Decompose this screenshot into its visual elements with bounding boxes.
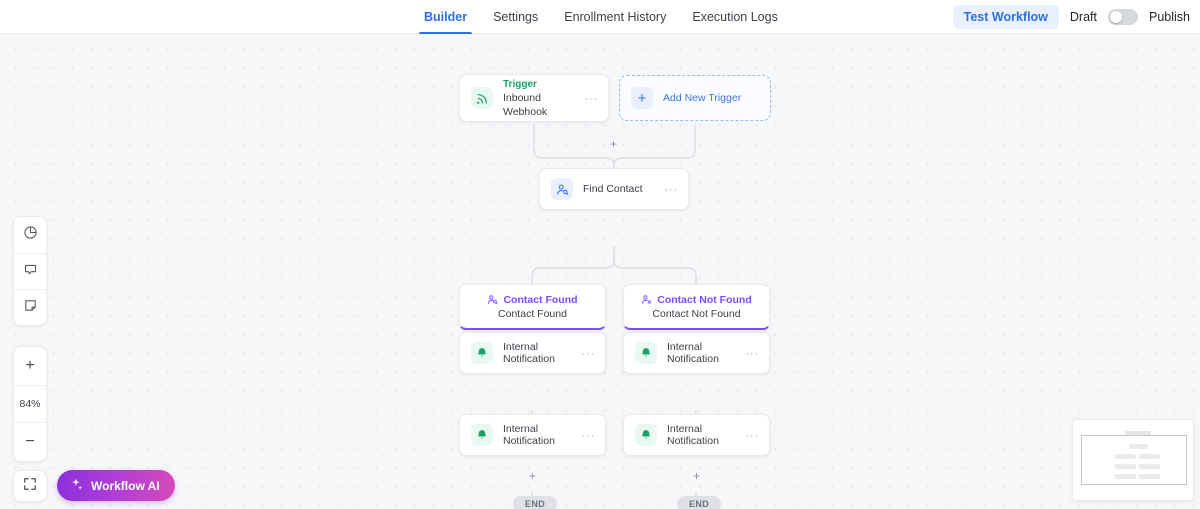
add-step-button-after-trigger[interactable]: + xyxy=(607,138,620,151)
node-trigger[interactable]: Trigger Inbound Webhook ··· xyxy=(459,74,609,122)
bell-icon xyxy=(635,342,657,364)
minimap-node xyxy=(1115,454,1136,459)
publish-toggle-knob xyxy=(1110,11,1122,23)
branch-found-body: Contact Found xyxy=(498,307,567,320)
node-internal-notification-found-1-menu-icon[interactable]: ··· xyxy=(581,346,595,360)
nav-tabs: Builder Settings Enrollment History Exec… xyxy=(411,0,791,34)
minimap-node xyxy=(1139,474,1160,479)
pie-chart-icon xyxy=(23,225,38,245)
tab-enrollment-history[interactable]: Enrollment History xyxy=(551,0,679,34)
minimap-node xyxy=(1139,464,1160,469)
top-navigation-bar: Builder Settings Enrollment History Exec… xyxy=(0,0,1200,34)
node-branch-contact-not-found[interactable]: Contact Not Found Contact Not Found xyxy=(623,284,770,330)
minimap-viewport[interactable] xyxy=(1081,435,1187,485)
end-node-found[interactable]: END xyxy=(513,496,558,509)
add-new-trigger-label: Add New Trigger xyxy=(663,92,742,104)
branch-found-header: Contact Found xyxy=(487,293,578,306)
test-workflow-button[interactable]: Test Workflow xyxy=(952,5,1059,29)
bell-icon xyxy=(635,424,657,446)
minimap[interactable] xyxy=(1072,419,1194,501)
add-step-button-found-3[interactable]: + xyxy=(526,470,539,483)
tab-enrollment-history-label: Enrollment History xyxy=(564,10,667,24)
node-trigger-subtitle: Inbound Webhook xyxy=(503,91,548,118)
top-actions: Test Workflow Draft Publish xyxy=(952,0,1190,34)
publish-toggle[interactable] xyxy=(1108,9,1138,25)
sticky-note-icon xyxy=(23,298,38,318)
contact-x-icon xyxy=(642,295,652,304)
publish-label: Publish xyxy=(1149,10,1190,24)
sparkle-icon xyxy=(69,477,84,495)
analytics-button[interactable] xyxy=(13,217,47,253)
end-node-not-found[interactable]: END xyxy=(677,496,722,509)
bell-icon xyxy=(471,342,493,364)
workflow-ai-label: Workflow AI xyxy=(91,478,160,493)
minimap-node xyxy=(1115,464,1136,469)
node-internal-notification-not-found-1-menu-icon[interactable]: ··· xyxy=(745,346,759,360)
contact-search-icon xyxy=(488,295,499,305)
tab-settings[interactable]: Settings xyxy=(480,0,551,34)
node-find-contact-label: Find Contact xyxy=(583,183,643,195)
node-trigger-text: Trigger Inbound Webhook xyxy=(503,78,584,119)
node-internal-notification-found-2-menu-icon[interactable]: ··· xyxy=(581,428,595,442)
zoom-in-button[interactable]: + xyxy=(25,357,35,374)
plus-icon: + xyxy=(631,87,653,109)
zoom-level-label: 84% xyxy=(13,385,47,423)
branch-not-found-body: Contact Not Found xyxy=(652,307,741,320)
node-trigger-kind: Trigger xyxy=(503,78,537,90)
node-internal-notification-not-found-2[interactable]: Internal Notification ··· xyxy=(623,414,770,456)
node-internal-notification-found-2-label: Internal Notification xyxy=(503,423,555,447)
branch-found-title: Contact Found xyxy=(503,293,578,306)
zoom-controls-panel: + 84% − xyxy=(13,346,47,462)
branch-not-found-header: Contact Not Found xyxy=(641,293,752,306)
add-step-button-not-found-3[interactable]: + xyxy=(690,470,703,483)
tab-settings-label: Settings xyxy=(493,10,539,24)
node-internal-notification-not-found-2-menu-icon[interactable]: ··· xyxy=(745,428,759,442)
tab-execution-logs-label: Execution Logs xyxy=(692,10,778,24)
node-trigger-menu-icon[interactable]: ··· xyxy=(584,91,598,105)
minimap-node xyxy=(1129,444,1148,449)
fit-screen-icon xyxy=(23,477,37,496)
node-internal-notification-not-found-2-label: Internal Notification xyxy=(667,423,719,447)
add-new-trigger-button[interactable]: + Add New Trigger xyxy=(619,75,771,121)
node-find-contact[interactable]: Find Contact ··· xyxy=(539,168,689,210)
minimap-node xyxy=(1125,431,1151,436)
node-find-contact-menu-icon[interactable]: ··· xyxy=(664,182,678,196)
tab-builder-label: Builder xyxy=(424,10,468,24)
draft-label: Draft xyxy=(1069,10,1097,24)
branch-not-found-title: Contact Not Found xyxy=(657,293,752,306)
note-button[interactable] xyxy=(13,289,47,325)
node-internal-notification-found-2[interactable]: Internal Notification ··· xyxy=(459,414,606,456)
node-internal-notification-found-1[interactable]: Internal Notification ··· xyxy=(459,332,606,374)
workflow-canvas[interactable]: Trigger Inbound Webhook ··· + Add New Tr… xyxy=(0,34,1200,509)
node-internal-notification-not-found-1-label: Internal Notification xyxy=(667,341,719,365)
fit-view-button[interactable] xyxy=(13,471,47,501)
comment-button[interactable] xyxy=(13,253,47,289)
minimap-node xyxy=(1115,474,1136,479)
comment-icon xyxy=(23,262,38,282)
node-internal-notification-not-found-1[interactable]: Internal Notification ··· xyxy=(623,332,770,374)
node-branch-contact-found[interactable]: Contact Found Contact Found xyxy=(459,284,606,330)
workflow-ai-button[interactable]: Workflow AI xyxy=(57,470,175,501)
contact-search-icon xyxy=(551,178,573,200)
bell-icon xyxy=(471,424,493,446)
webhook-icon xyxy=(471,87,493,109)
canvas-tools-panel xyxy=(13,216,47,326)
node-internal-notification-found-1-label: Internal Notification xyxy=(503,341,555,365)
minimap-node xyxy=(1139,454,1160,459)
zoom-out-button[interactable]: − xyxy=(25,433,35,450)
fit-view-panel xyxy=(13,470,47,502)
tab-execution-logs[interactable]: Execution Logs xyxy=(679,0,790,34)
tab-builder[interactable]: Builder xyxy=(411,0,480,34)
